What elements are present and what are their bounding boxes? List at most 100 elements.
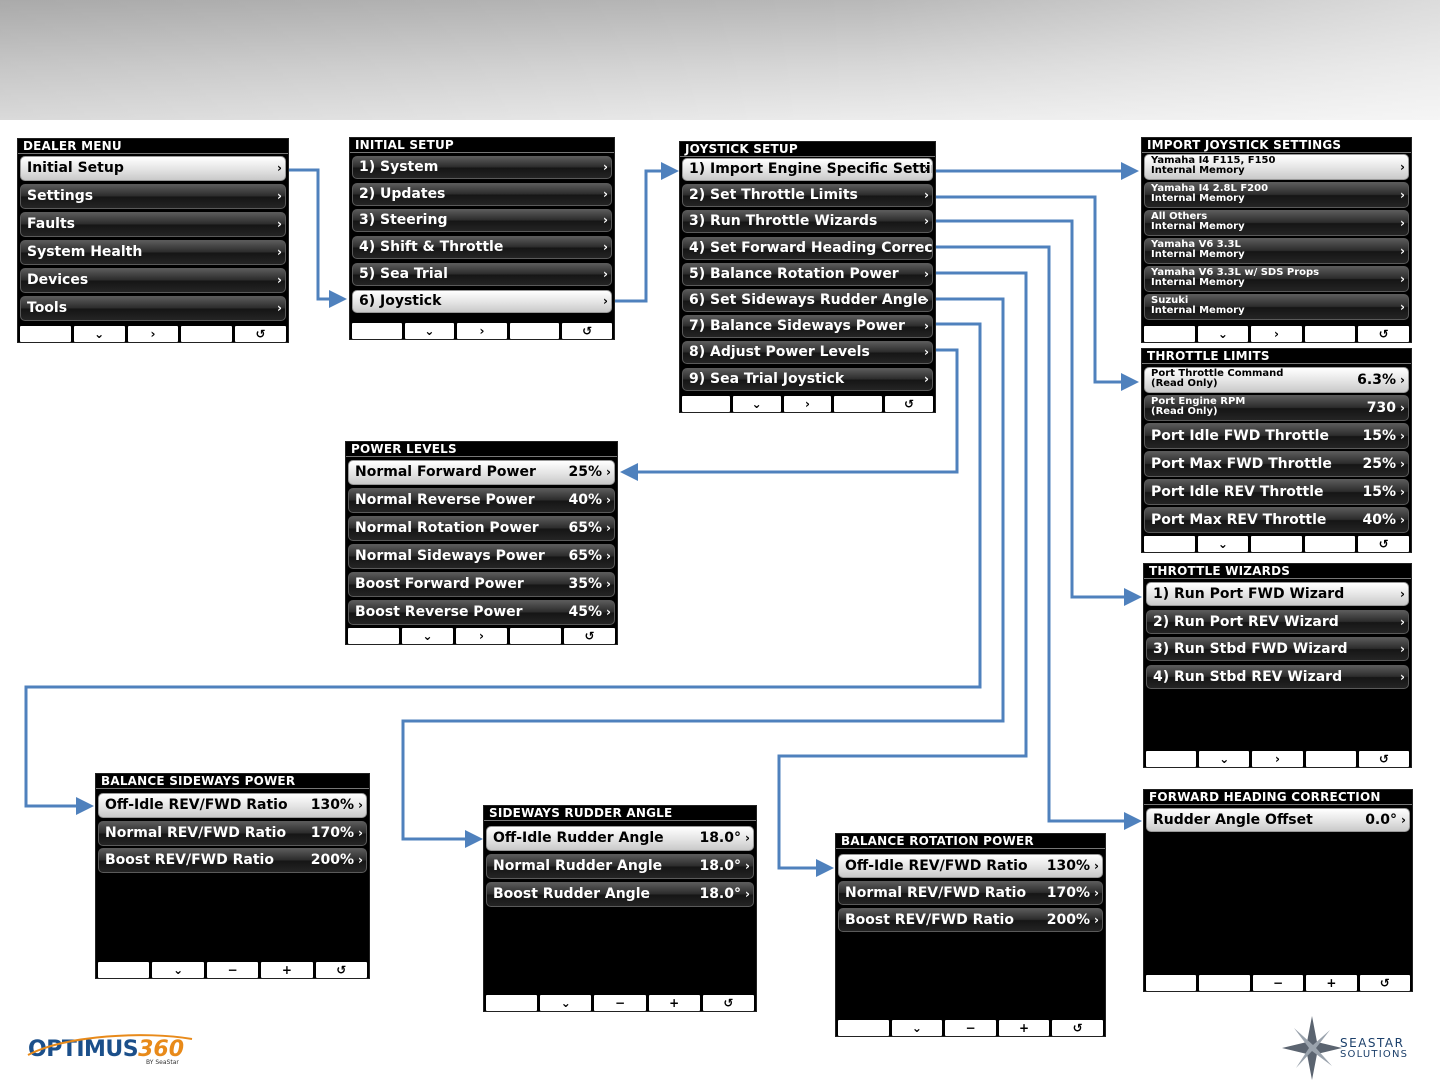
softkey-chevron-right-icon[interactable]: › — [456, 628, 507, 644]
menu-item[interactable]: 1) Run Port FWD Wizard› — [1146, 582, 1409, 606]
menu-item[interactable]: 4) Shift & Throttle› — [352, 236, 612, 260]
softkey-blank[interactable] — [181, 326, 233, 342]
menu-item[interactable]: 5) Sea Trial› — [352, 262, 612, 286]
menu-item[interactable]: 4) Run Stbd REV Wizard› — [1146, 664, 1409, 689]
menu-item[interactable]: 2) Run Port REV Wizard› — [1146, 609, 1409, 634]
softkey-chevron-right-icon[interactable]: › — [457, 323, 507, 339]
softkey-chevron-down-icon[interactable]: ⌄ — [1199, 751, 1250, 767]
softkey-plus-icon[interactable]: + — [1306, 975, 1357, 991]
menu-item[interactable]: 5) Balance Rotation Power› — [682, 262, 933, 286]
softkey-chevron-down-icon[interactable]: ⌄ — [402, 628, 453, 644]
softkey-back-icon[interactable]: ↺ — [562, 323, 612, 339]
softkey-blank[interactable] — [348, 628, 399, 644]
softkey-back-icon[interactable]: ↺ — [702, 995, 755, 1011]
menu-item[interactable]: Settings› — [20, 184, 286, 209]
softkey-plus-icon[interactable]: + — [998, 1020, 1050, 1036]
softkey-minus-icon[interactable]: − — [594, 995, 646, 1011]
softkey-blank[interactable] — [486, 995, 538, 1011]
softkey-chevron-down-icon[interactable]: ⌄ — [891, 1020, 943, 1036]
softkey-minus-icon[interactable]: − — [1252, 975, 1304, 991]
menu-item[interactable]: 3) Run Throttle Wizards› — [682, 210, 933, 234]
menu-item[interactable]: Port Throttle Command(Read Only)6.3%› — [1144, 367, 1409, 393]
menu-item[interactable]: Tools› — [20, 296, 286, 321]
menu-item[interactable]: 7) Balance Sideways Power› — [682, 315, 933, 339]
softkey-blank[interactable] — [1304, 326, 1356, 342]
softkey-back-icon[interactable]: ↺ — [235, 326, 286, 342]
menu-item[interactable]: 3) Steering› — [352, 209, 612, 233]
softkey-blank[interactable] — [510, 628, 561, 644]
softkey-blank[interactable] — [1144, 536, 1195, 552]
softkey-back-icon[interactable]: ↺ — [1358, 536, 1409, 552]
menu-item[interactable]: Devices› — [20, 268, 286, 293]
softkey-back-icon[interactable]: ↺ — [1358, 326, 1409, 342]
softkey-chevron-right-icon[interactable]: › — [783, 396, 832, 412]
softkey-blank[interactable] — [1199, 975, 1250, 991]
softkey-plus-icon[interactable]: + — [261, 962, 313, 978]
softkey-back-icon[interactable]: ↺ — [564, 628, 615, 644]
softkey-chevron-down-icon[interactable]: ⌄ — [152, 962, 204, 978]
softkey-blank[interactable] — [1251, 536, 1302, 552]
menu-item[interactable]: 3) Run Stbd FWD Wizard› — [1146, 637, 1409, 661]
softkey-blank[interactable] — [20, 326, 71, 342]
menu-item[interactable]: Port Engine RPM(Read Only)730› — [1144, 395, 1409, 421]
softkey-back-icon[interactable]: ↺ — [1359, 975, 1411, 991]
menu-item[interactable]: 6) Set Sideways Rudder Angle› — [682, 289, 933, 312]
softkey-minus-icon[interactable]: − — [945, 1020, 996, 1036]
softkey-back-icon[interactable]: ↺ — [1052, 1020, 1103, 1036]
softkey-chevron-down-icon[interactable]: ⌄ — [404, 323, 455, 339]
menu-item[interactable]: Initial Setup› — [20, 156, 286, 181]
softkey-blank[interactable] — [509, 323, 560, 339]
softkey-blank[interactable] — [838, 1020, 889, 1036]
menu-item[interactable]: 9) Sea Trial Joystick› — [682, 367, 933, 391]
softkey-blank[interactable] — [682, 396, 730, 412]
menu-item[interactable]: 6) Joystick› — [352, 289, 612, 313]
softkey-blank[interactable] — [352, 323, 402, 339]
menu-item[interactable]: 1) Import Engine Specific Settings› — [682, 158, 933, 181]
softkey-chevron-down-icon[interactable]: ⌄ — [1197, 536, 1249, 552]
softkey-blank[interactable] — [1304, 536, 1356, 552]
softkey-plus-icon[interactable]: + — [648, 995, 700, 1011]
softkey-chevron-right-icon[interactable]: › — [1251, 326, 1302, 342]
softkey-chevron-right-icon[interactable]: › — [1252, 751, 1303, 767]
softkey-blank[interactable] — [1146, 751, 1197, 767]
menu-item[interactable]: System Health› — [20, 240, 286, 265]
softkey-blank[interactable] — [1146, 975, 1197, 991]
menu-item[interactable]: 8) Adjust Power Levels› — [682, 341, 933, 365]
softkey-back-icon[interactable]: ↺ — [315, 962, 368, 978]
menu-item[interactable]: 1) System› — [352, 156, 612, 179]
softkey-back-icon[interactable]: ↺ — [1358, 751, 1410, 767]
menu-item[interactable]: 2) Set Throttle Limits› — [682, 184, 933, 208]
softkey-minus-icon[interactable]: − — [206, 962, 259, 978]
softkey-chevron-right-icon[interactable]: › — [127, 326, 179, 342]
softkey-blank[interactable] — [98, 962, 150, 978]
softkey-chevron-down-icon[interactable]: ⌄ — [1197, 326, 1249, 342]
menu-item[interactable]: 2) Updates› — [352, 182, 612, 206]
softkey-chevron-down-icon[interactable]: ⌄ — [540, 995, 592, 1011]
softkey-chevron-down-icon[interactable]: ⌄ — [73, 326, 125, 342]
menu-item[interactable]: Faults› — [20, 212, 286, 237]
